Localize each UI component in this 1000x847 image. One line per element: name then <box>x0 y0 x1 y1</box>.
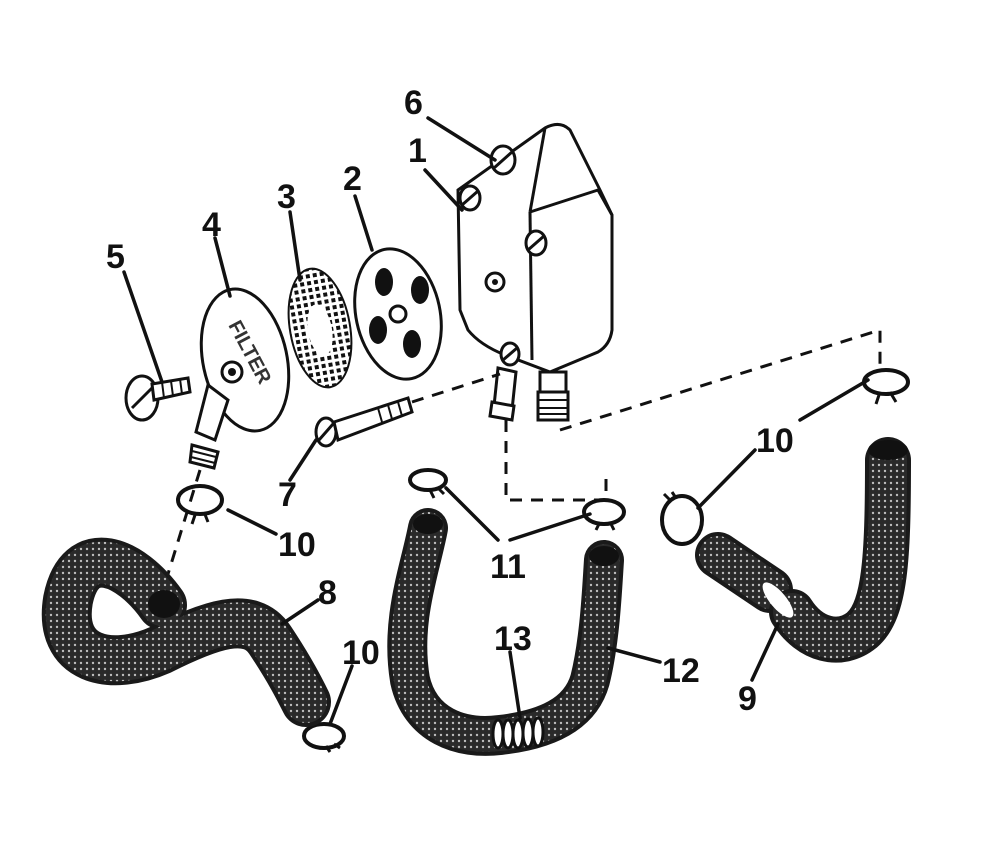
callouts: 1 2 3 4 5 6 7 8 9 10 10 10 11 12 13 <box>106 84 794 718</box>
fuel-pump-body <box>456 123 614 422</box>
clamp-10-lower <box>302 722 346 753</box>
callout-10-b: 10 <box>342 634 380 672</box>
filter-screw <box>124 374 192 422</box>
clamp-10-right-large <box>660 491 704 546</box>
long-mounting-screw <box>314 396 414 448</box>
fuel-hose-8 <box>41 537 331 727</box>
callout-5: 5 <box>106 238 125 276</box>
callout-9: 9 <box>738 680 757 718</box>
callout-10-a: 10 <box>278 526 316 564</box>
callout-1: 1 <box>408 132 427 170</box>
spring-13 <box>491 716 545 750</box>
leader-lines <box>122 116 870 726</box>
callout-12: 12 <box>662 652 700 690</box>
callout-7: 7 <box>278 476 297 514</box>
callout-6: 6 <box>404 84 423 122</box>
callout-2: 2 <box>343 160 362 198</box>
callout-10-c: 10 <box>756 422 794 460</box>
valve-plate <box>353 247 443 381</box>
pump-cover-screw <box>489 144 517 176</box>
fuel-hose-9 <box>695 437 911 663</box>
clamp-10-filter <box>176 484 224 525</box>
clamp-10-right-small <box>862 368 910 405</box>
callout-3: 3 <box>277 178 296 216</box>
callout-13: 13 <box>494 620 532 658</box>
callout-11: 11 <box>490 548 526 586</box>
filter-cover: FILTER <box>188 287 291 470</box>
clamp-11-left <box>408 468 448 499</box>
filter-screen <box>287 267 353 389</box>
callout-4: 4 <box>202 206 221 244</box>
clamp-11-right <box>582 498 626 531</box>
callout-8: 8 <box>318 574 337 612</box>
